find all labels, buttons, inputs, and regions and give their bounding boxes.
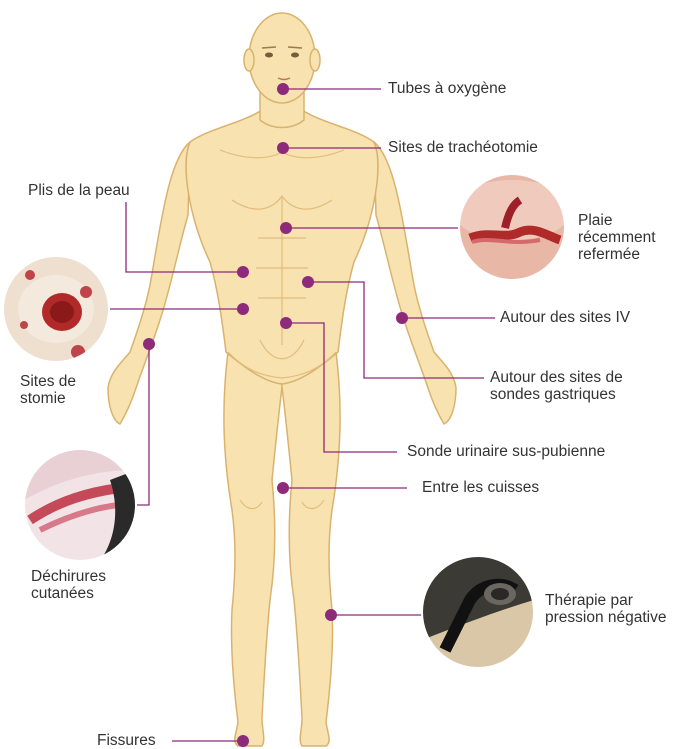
marker-iv-sites xyxy=(396,312,408,324)
label-fissures: Fissures xyxy=(97,732,156,749)
right-leg xyxy=(280,352,340,746)
label-skin-tears: Déchirures cutanées xyxy=(31,568,106,602)
label-negative-pressure-therapy: Thérapie par pression négative xyxy=(545,592,667,626)
marker-stoma xyxy=(237,303,249,315)
left-leg xyxy=(224,352,284,746)
skin-tear-photo xyxy=(24,449,136,561)
stoma-photo xyxy=(3,256,109,362)
marker-skin-folds xyxy=(237,266,249,278)
negative-pressure-therapy-photo xyxy=(422,556,534,668)
label-tracheotomy-sites: Sites de trachéotomie xyxy=(388,139,538,156)
marker-urinary-catheter xyxy=(280,317,292,329)
label-between-thighs: Entre les cuisses xyxy=(422,479,539,496)
right-arm xyxy=(374,142,456,424)
marker-oxygen-tubes xyxy=(277,83,289,95)
marker-fissures xyxy=(237,735,249,747)
label-oxygen-tubes: Tubes à oxygène xyxy=(388,80,506,97)
marker-between-thighs xyxy=(277,482,289,494)
marker-negative-pressure xyxy=(325,609,337,621)
label-healed-wound: Plaie récemment refermée xyxy=(578,212,656,263)
marker-skin-tears xyxy=(143,338,155,350)
human-body xyxy=(108,13,456,746)
label-gastric-tube-sites: Autour des sites de sondes gastriques xyxy=(490,369,623,403)
label-iv-sites: Autour des sites IV xyxy=(500,309,630,326)
healed-wound-photo xyxy=(452,174,572,280)
label-suprapubic-catheter: Sonde urinaire sus-pubienne xyxy=(407,443,605,460)
label-stoma-sites: Sites de stomie xyxy=(20,373,76,407)
marker-healed-wound xyxy=(280,222,292,234)
marker-gastric-tubes xyxy=(302,276,314,288)
marker-tracheotomy xyxy=(277,142,289,154)
right-ear xyxy=(310,49,320,71)
left-ear xyxy=(244,49,254,71)
label-skin-folds: Plis de la peau xyxy=(28,182,130,199)
